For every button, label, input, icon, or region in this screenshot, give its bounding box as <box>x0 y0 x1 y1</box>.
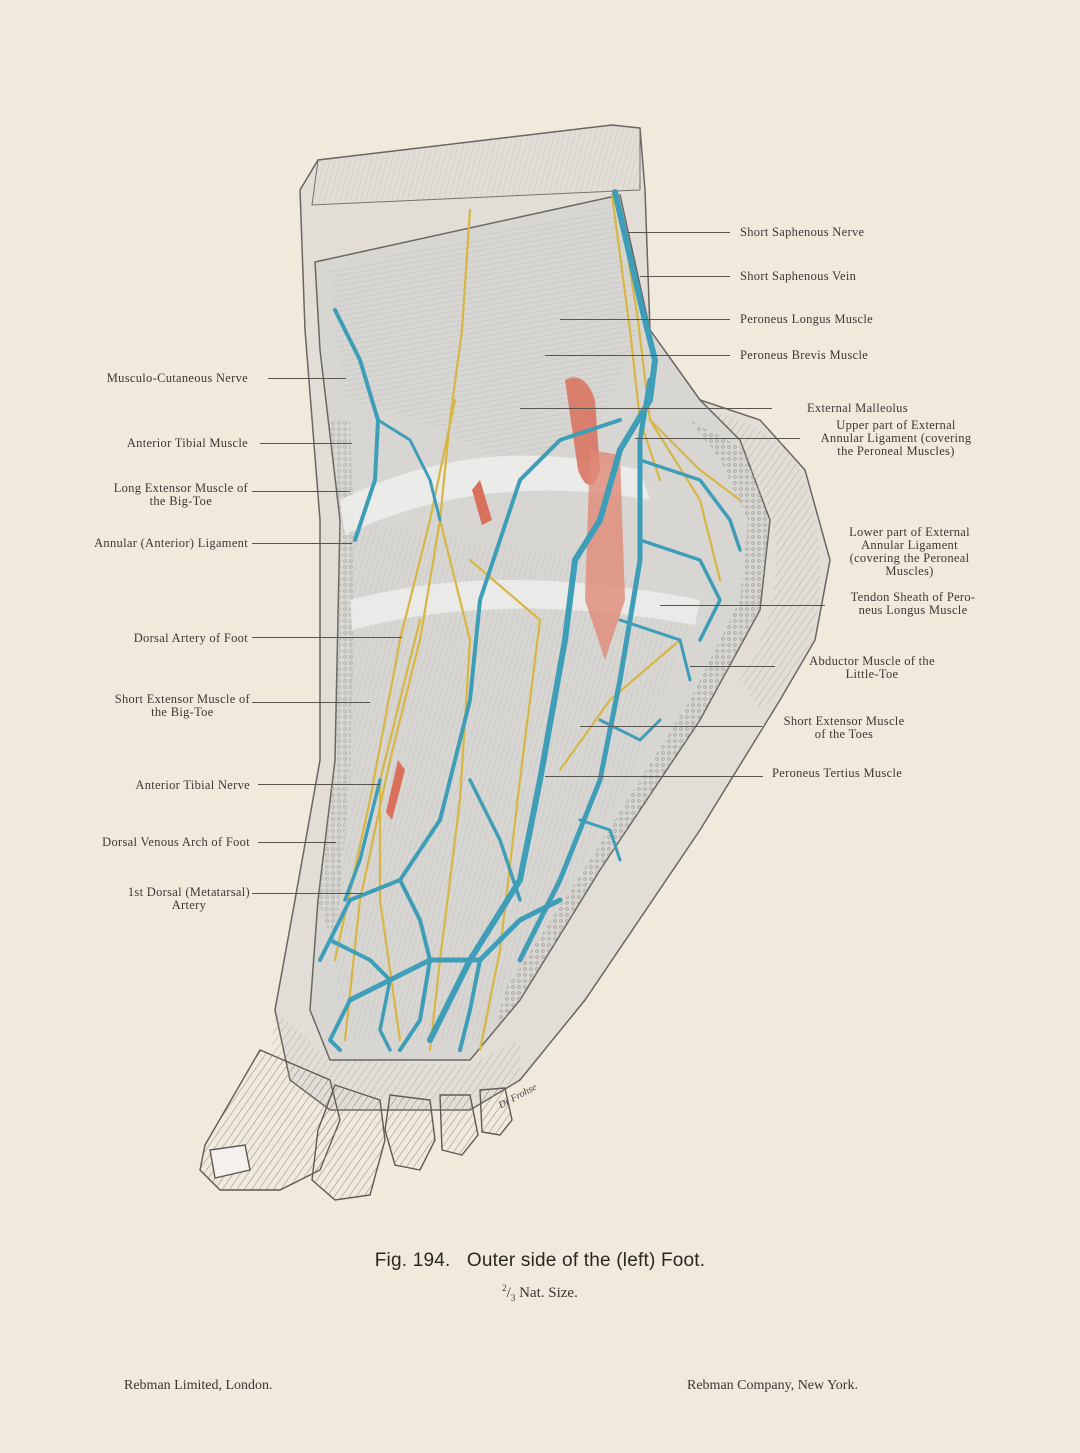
label-external-malleolus: External Malleolus <box>807 401 908 415</box>
leader-line <box>252 702 370 703</box>
leader-line <box>640 276 730 277</box>
label-annular-anterior-ligament: Annular (Anterior) Ligament <box>94 536 248 550</box>
label-musculo-cutaneous-nerve: Musculo-Cutaneous Nerve <box>106 371 248 385</box>
label-dorsal-artery-foot: Dorsal Artery of Foot <box>133 631 248 645</box>
leader-line <box>252 637 402 638</box>
label-first-dorsal-artery: 1st Dorsal (Metatarsal)Artery <box>127 885 250 912</box>
leader-line <box>560 319 730 320</box>
leader-line <box>580 726 762 727</box>
figure-caption: Fig. 194. Outer side of the (left) Foot. <box>0 1250 1080 1272</box>
leader-line <box>628 232 730 233</box>
leader-line <box>635 438 800 439</box>
leader-line <box>545 776 763 777</box>
leader-line <box>268 378 346 379</box>
label-short-saphenous-vein: Short Saphenous Vein <box>740 269 857 283</box>
leader-line <box>690 666 775 667</box>
publisher-left: Rebman Limited, London. <box>124 1378 273 1393</box>
figure-scale: 2/3 Nat. Size. <box>502 1283 578 1303</box>
label-anterior-tibial-nerve: Anterior Tibial Nerve <box>135 778 250 792</box>
label-peroneus-tertius-muscle: Peroneus Tertius Muscle <box>772 766 903 780</box>
label-dorsal-venous-arch: Dorsal Venous Arch of Foot <box>102 835 250 849</box>
leader-line <box>252 893 362 894</box>
label-peroneus-brevis-muscle: Peroneus Brevis Muscle <box>740 348 869 362</box>
label-tendon-sheath-peroneus: Tendon Sheath of Pero-neus Longus Muscle <box>850 590 976 617</box>
publisher-right: Rebman Company, New York. <box>687 1378 858 1393</box>
nerves <box>333 193 742 1052</box>
artery-red <box>585 450 625 660</box>
leader-line <box>258 842 336 843</box>
veins <box>318 189 742 1052</box>
leader-line <box>252 491 350 492</box>
leader-line <box>545 355 730 356</box>
figure-number: Fig. 194. <box>374 1250 451 1271</box>
label-short-saphenous-nerve: Short Saphenous Nerve <box>740 225 865 239</box>
leader-line <box>660 605 825 606</box>
leader-line <box>260 443 352 444</box>
leader-line <box>520 408 772 409</box>
label-peroneus-longus-muscle: Peroneus Longus Muscle <box>740 312 873 326</box>
figure-title: Outer side of the (left) Foot. <box>466 1250 706 1271</box>
leader-line <box>252 543 352 544</box>
leader-line <box>258 784 380 785</box>
label-anterior-tibial-muscle: Anterior Tibial Muscle <box>126 436 248 450</box>
